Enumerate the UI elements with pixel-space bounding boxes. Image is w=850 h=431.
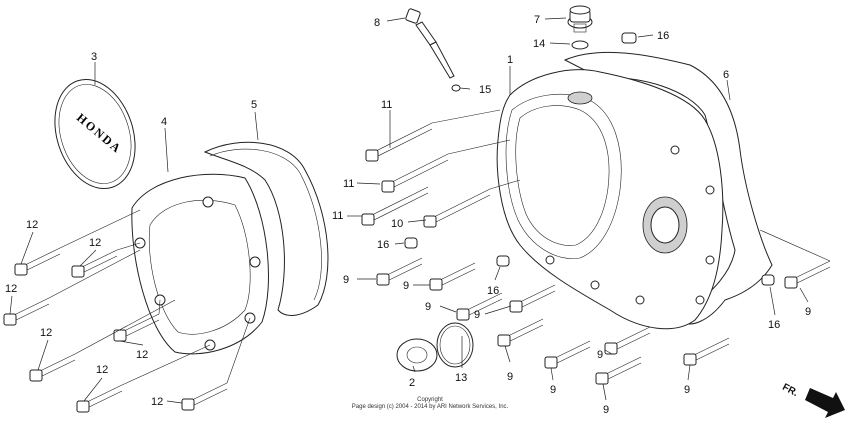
callout-1: 1	[507, 54, 513, 66]
part-8-dipstick	[405, 8, 455, 79]
callout-12: 12	[96, 364, 108, 376]
callout-8: 8	[374, 17, 380, 29]
part-3-honda-cover: HONDA	[54, 78, 136, 190]
assembly-lines	[48, 109, 831, 386]
part-4-cover-ring	[131, 173, 269, 355]
leader-lines	[9, 17, 809, 404]
copyright-line-1: Copyright	[417, 397, 443, 403]
callout-6: 6	[723, 69, 729, 81]
callout-9: 9	[805, 306, 811, 318]
callout-9: 9	[474, 309, 480, 321]
callout-12: 12	[89, 237, 101, 249]
front-direction-arrow	[805, 388, 845, 418]
callout-16: 16	[377, 239, 389, 251]
callout-9: 9	[425, 301, 431, 313]
part-7-filler-cap	[567, 5, 593, 33]
callout-3: 3	[91, 51, 97, 63]
callout-14: 14	[533, 38, 545, 50]
callout-15: 15	[479, 84, 491, 96]
callout-9: 9	[603, 404, 609, 416]
callout-11: 11	[332, 210, 343, 222]
callout-12: 12	[40, 327, 52, 339]
copyright-notice: Copyright Page design (c) 2004 - 2014 by…	[330, 397, 530, 411]
callout-5: 5	[251, 99, 257, 111]
callout-9: 9	[684, 384, 690, 396]
callout-16: 16	[657, 30, 669, 42]
part-15-washer	[451, 84, 461, 92]
callout-9: 9	[597, 349, 603, 361]
callout-4: 4	[161, 116, 167, 128]
callout-9: 9	[507, 371, 513, 383]
callout-9: 9	[403, 280, 409, 292]
callout-9: 9	[550, 384, 556, 396]
part-1-crankcase-cover	[496, 69, 724, 330]
callout-12: 12	[136, 349, 148, 361]
callout-11: 11	[343, 178, 354, 190]
callout-12: 12	[151, 396, 163, 408]
copyright-line-2: Page design (c) 2004 - 2014 by ARI Netwo…	[351, 404, 509, 410]
callout-2: 2	[409, 377, 415, 389]
bolts	[3, 122, 831, 413]
part-14-o-ring	[571, 40, 589, 50]
callout-10: 10	[391, 218, 403, 230]
callout-9: 9	[343, 274, 349, 286]
part-5-gasket	[203, 141, 329, 316]
callout-16: 16	[768, 319, 780, 331]
callout-7: 7	[534, 14, 540, 26]
callout-11: 11	[381, 99, 392, 111]
part-13-o-ring	[436, 322, 474, 368]
callout-12: 12	[26, 219, 38, 231]
part-16-dowel	[404, 32, 775, 286]
callout-16: 16	[487, 285, 499, 297]
callout-13: 13	[455, 372, 467, 384]
callout-12: 12	[5, 283, 17, 295]
part-2-cap	[396, 338, 438, 372]
callout-numbers: 1 2 3 4 5 6 7 8 10 11 11 11 13 14 15 16 …	[5, 14, 811, 416]
